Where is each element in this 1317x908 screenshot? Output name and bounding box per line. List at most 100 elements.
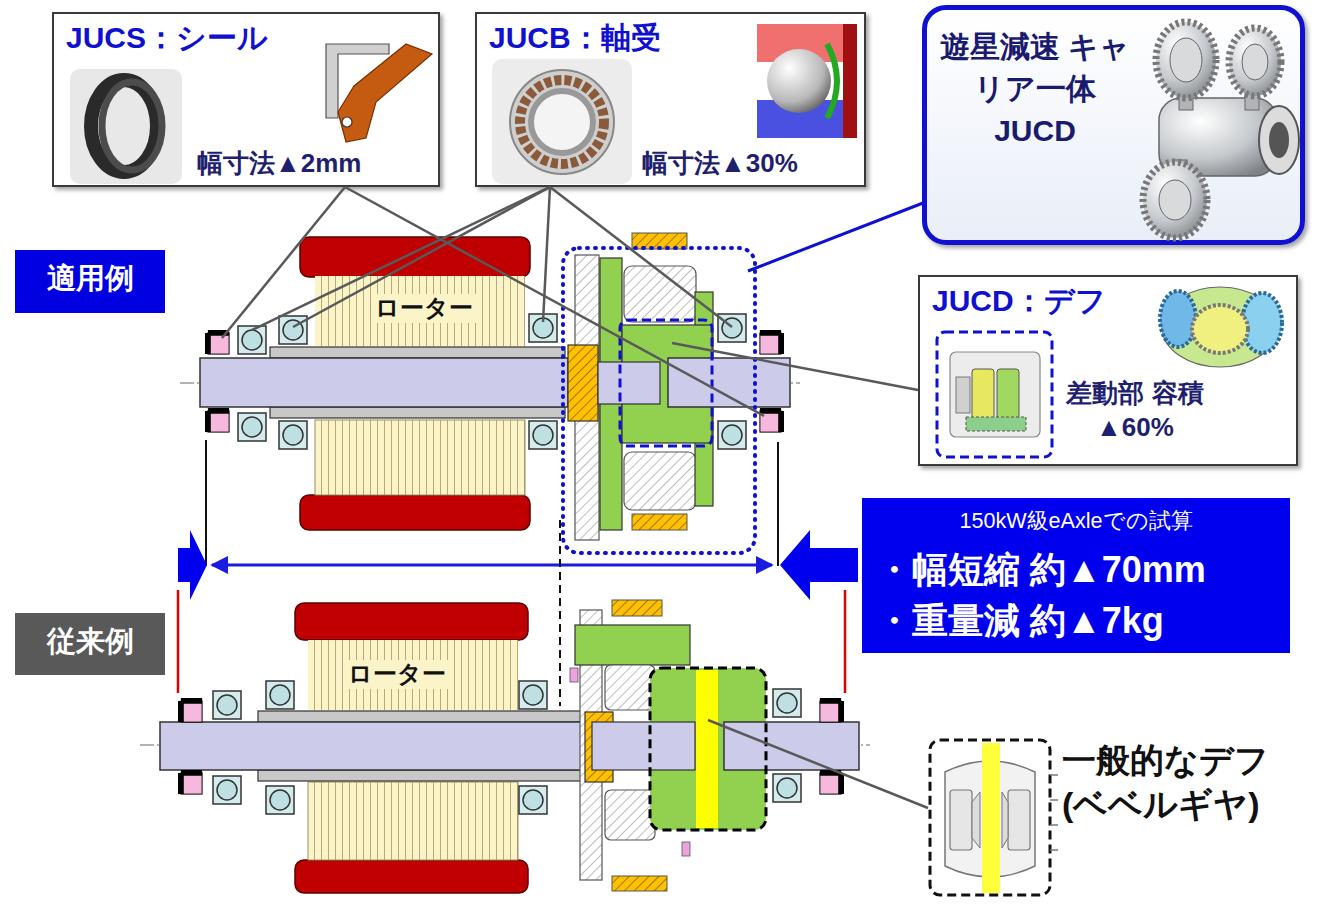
section-tag: 従来例 (15, 613, 165, 675)
bevel-differential-icon (1050, 824, 1058, 826)
bevel-differential-icon (930, 740, 1050, 895)
oil-seal (208, 333, 781, 432)
bearing (238, 413, 266, 441)
leader-line (293, 187, 550, 327)
feature-box: 遊星減速 キャリア一体 JUCD (922, 5, 1305, 245)
hollow-shaft (258, 770, 588, 781)
compact-differential-illustration (956, 377, 970, 413)
bevel-differential (592, 668, 859, 830)
stator-coil (295, 603, 528, 640)
compact-differential-illustration (937, 332, 1052, 457)
planetary-gear-set (668, 358, 790, 407)
rotor-core-lower (315, 420, 525, 495)
integrated-unit-outline (563, 248, 755, 553)
bearing (266, 786, 294, 814)
result-value: ・幅短縮 約▲70mm (876, 548, 1206, 591)
dimension-line (844, 590, 847, 693)
bevel-differential (696, 670, 718, 828)
planetary-carrier-illustration (1159, 180, 1191, 220)
dimension-line (178, 440, 858, 706)
reduction-gear-train (575, 625, 690, 665)
dimension-note: 幅寸法▲30% (642, 148, 798, 179)
oil-seal (760, 411, 781, 432)
bearing (213, 691, 241, 719)
bearing-illustration (492, 59, 632, 184)
planetary-carrier-illustration (1143, 162, 1207, 238)
bearing-illustration (520, 80, 604, 164)
leader-line (708, 720, 928, 808)
bevel-differential-icon (1050, 775, 1058, 850)
bearing (213, 776, 241, 804)
volume-note: 差動部 容積▲60% (1060, 377, 1210, 445)
leader-line (672, 343, 918, 390)
compact-differential-illustration (1160, 291, 1196, 347)
hollow-shaft (270, 347, 565, 358)
planetary-gear-set (624, 266, 696, 322)
bearing-illustration (510, 70, 614, 174)
input-shaft (200, 358, 568, 407)
planetary-gear-set (598, 362, 660, 404)
planetary-gear-set (632, 514, 687, 530)
bevel-differential-icon (950, 790, 972, 850)
compact-differential-illustration (972, 369, 994, 421)
stator-coil (295, 860, 528, 893)
bearing (279, 316, 307, 344)
rotor-core: ローター (315, 276, 525, 346)
bearing (519, 681, 547, 709)
seal-illustration (342, 117, 352, 127)
bevel-differential (592, 722, 695, 770)
bearing-illustration (531, 91, 593, 153)
planetary-carrier-illustration (1156, 22, 1216, 98)
result-heading: 150kW級eAxleでの試算 (862, 508, 1290, 534)
bearing (529, 421, 557, 449)
planetary-carrier-illustration (1170, 38, 1202, 82)
reduction-gear-train (605, 790, 655, 840)
seal-illustration (338, 44, 432, 142)
bearing-illustration (767, 49, 831, 113)
hollow-shaft (270, 407, 565, 418)
oil-seal (760, 333, 781, 354)
leader-line (222, 187, 928, 808)
leader-line (252, 187, 550, 330)
feature-title: 遊星減速 キャリア一体 JUCD (935, 26, 1135, 152)
leader-line (543, 187, 550, 322)
reduction-gear-train (612, 876, 667, 891)
rotor-core: ローター (308, 640, 518, 710)
part-name: ローター (345, 660, 449, 689)
result-value: ・重量減 約▲7kg (876, 599, 1164, 642)
bearing (529, 314, 557, 342)
section-tag-text: 適用例 (15, 261, 165, 296)
section-tag: 適用例 (15, 250, 165, 313)
compact-differential-illustration (950, 352, 1040, 437)
bevel-differential-icon (972, 792, 980, 848)
leader-line (345, 187, 764, 416)
bearing (519, 786, 547, 814)
reduction-gear-train (570, 668, 578, 682)
part-name: ローター (372, 294, 476, 323)
reference-label: 一般的なデフ (ベベルギヤ) (1062, 738, 1312, 826)
oil-seal (181, 701, 202, 722)
dimension-line (205, 440, 207, 566)
leader-line (550, 187, 732, 327)
bearing (773, 774, 801, 802)
bevel-differential-icon (1050, 799, 1058, 801)
stator-coil (300, 495, 530, 530)
rotor-core-lower (308, 420, 525, 860)
dimension-line (780, 530, 858, 600)
dimension-line (177, 590, 180, 693)
section-tag-text: 従来例 (15, 624, 165, 659)
dimension-line (559, 520, 561, 706)
dimension-line (777, 442, 779, 566)
dimension-line (212, 564, 772, 567)
part-heading: JUCD：デフ (932, 283, 1106, 319)
dimension-note: 幅寸法▲2mm (197, 148, 361, 179)
differential-outline (620, 320, 712, 446)
bearing (238, 326, 266, 354)
bevel-differential-icon (1050, 849, 1058, 851)
oil-seal (820, 701, 841, 722)
planetary-carrier-illustration (1229, 28, 1281, 96)
planetary-gear-set (624, 452, 696, 510)
bearing (266, 681, 294, 709)
bevel-differential-icon (982, 743, 1000, 893)
input-shaft (160, 722, 592, 770)
